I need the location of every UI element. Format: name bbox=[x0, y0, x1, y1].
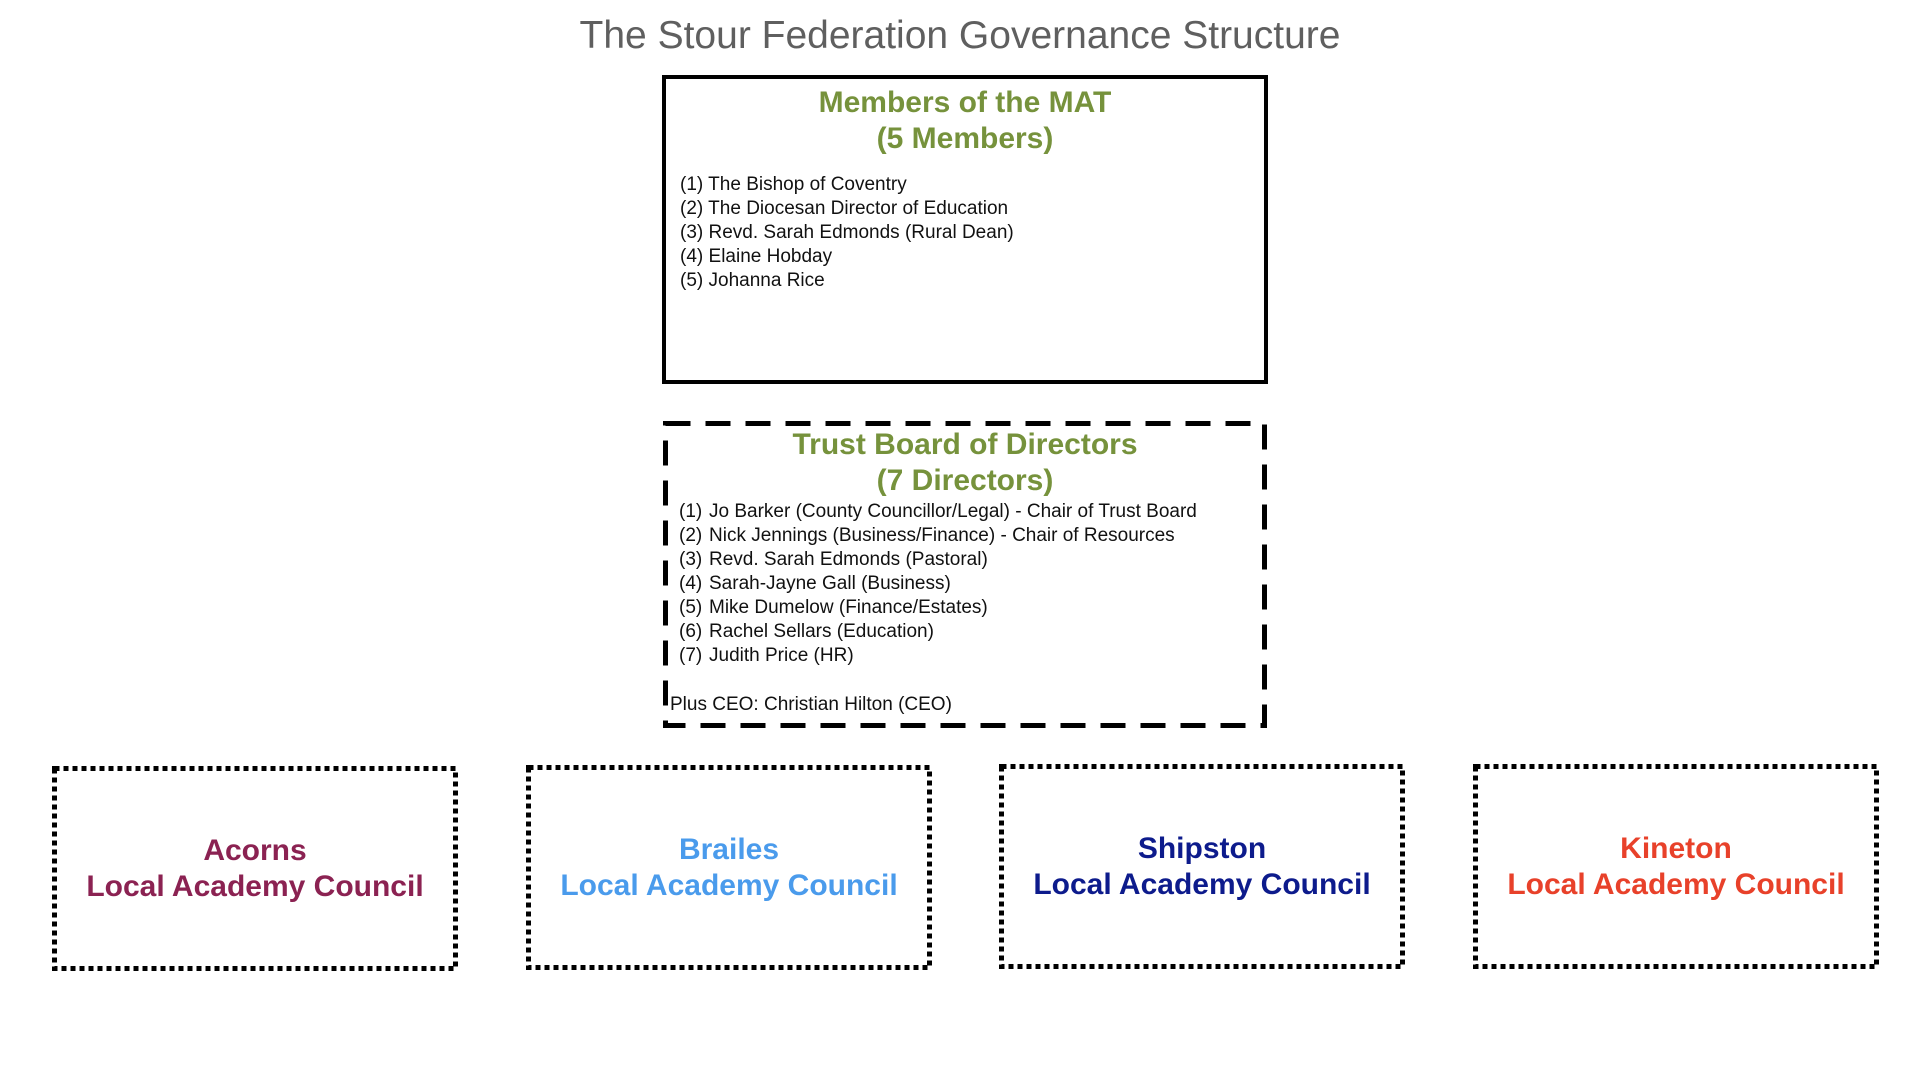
council-subtitle: Local Academy Council bbox=[1507, 867, 1845, 901]
members-list-item: (5) Johanna Rice bbox=[680, 269, 1264, 293]
members-list-item: (3) Revd. Sarah Edmonds (Rural Dean) bbox=[680, 221, 1264, 245]
members-heading: Members of the MAT (5 Members) bbox=[666, 85, 1264, 157]
directors-list: (1) Jo Barker (County Councillor/Legal) -… bbox=[679, 500, 1267, 668]
council-label: Acorns Local Academy Council bbox=[52, 766, 458, 971]
list-number: (1) bbox=[680, 174, 704, 195]
directors-list-item: (3) Revd. Sarah Edmonds (Pastoral) bbox=[679, 548, 1267, 572]
council-subtitle: Local Academy Council bbox=[1033, 867, 1371, 901]
council-label: Kineton Local Academy Council bbox=[1473, 764, 1879, 969]
member-name: Revd. Sarah Edmonds (Rural Dean) bbox=[708, 222, 1014, 243]
ceo-line: Plus CEO: Christian Hilton (CEO) bbox=[670, 694, 952, 715]
director-name: Sarah-Jayne Gall (Business) bbox=[709, 573, 951, 594]
council-name: Shipston bbox=[1137, 831, 1267, 865]
members-heading-line2: (5 Members) bbox=[876, 122, 1054, 155]
list-number: (1) bbox=[679, 501, 703, 522]
member-name: Johanna Rice bbox=[708, 270, 825, 291]
list-number: (6) bbox=[679, 621, 703, 642]
members-box: Members of the MAT (5 Members) (1) The B… bbox=[662, 75, 1268, 384]
list-number: (4) bbox=[679, 573, 703, 594]
members-list-item: (2) The Diocesan Director of Education bbox=[680, 197, 1264, 221]
list-number: (5) bbox=[680, 270, 704, 291]
director-name: Jo Barker (County Councillor/Legal) - Ch… bbox=[709, 501, 1197, 522]
dotted-border bbox=[1473, 764, 1879, 969]
directors-list-item: (5) Mike Dumelow (Finance/Estates) bbox=[679, 596, 1267, 620]
council-box-brailes: Brailes Local Academy Council bbox=[526, 765, 932, 970]
list-number: (5) bbox=[679, 597, 703, 618]
directors-heading-line2: (7 Directors) bbox=[876, 464, 1054, 497]
director-name: Judith Price (HR) bbox=[709, 645, 854, 666]
council-subtitle: Local Academy Council bbox=[560, 868, 898, 902]
council-subtitle: Local Academy Council bbox=[86, 869, 424, 903]
directors-list-item: (2) Nick Jennings (Business/Finance) - Ch… bbox=[679, 524, 1267, 548]
list-number: (7) bbox=[679, 645, 703, 666]
director-name: Rachel Sellars (Education) bbox=[709, 621, 934, 642]
list-number: (3) bbox=[679, 549, 703, 570]
dotted-border bbox=[526, 765, 932, 970]
council-name: Kineton bbox=[1620, 831, 1732, 865]
directors-box: Trust Board of Directors (7 Directors) (… bbox=[663, 421, 1267, 728]
directors-list-item: (7) Judith Price (HR) bbox=[679, 644, 1267, 668]
member-name: The Diocesan Director of Education bbox=[708, 198, 1009, 219]
list-number: (4) bbox=[680, 246, 704, 267]
dotted-border bbox=[52, 766, 458, 971]
council-label: Brailes Local Academy Council bbox=[526, 765, 932, 970]
member-name: The Bishop of Coventry bbox=[708, 174, 907, 195]
members-list-item: (4) Elaine Hobday bbox=[680, 245, 1264, 269]
council-name: Acorns bbox=[203, 833, 307, 867]
council-label: Shipston Local Academy Council bbox=[999, 764, 1405, 969]
members-heading-line1: Members of the MAT bbox=[818, 86, 1112, 119]
list-number: (2) bbox=[679, 525, 703, 546]
director-name: Mike Dumelow (Finance/Estates) bbox=[709, 597, 988, 618]
directors-list-item: (4) Sarah-Jayne Gall (Business) bbox=[679, 572, 1267, 596]
council-box-acorns: Acorns Local Academy Council bbox=[52, 766, 458, 971]
council-name: Brailes bbox=[678, 832, 780, 866]
council-box-kineton: Kineton Local Academy Council bbox=[1473, 764, 1879, 969]
list-number: (2) bbox=[680, 198, 704, 219]
dotted-border bbox=[999, 764, 1405, 969]
dashed-border bbox=[663, 421, 1267, 728]
director-name: Nick Jennings (Business/Finance) - Chair… bbox=[709, 525, 1175, 546]
council-box-shipston: Shipston Local Academy Council bbox=[999, 764, 1405, 969]
directors-heading-line1: Trust Board of Directors bbox=[792, 428, 1138, 461]
directors-heading: Trust Board of Directors (7 Directors) bbox=[663, 427, 1267, 499]
directors-list-item: (1) Jo Barker (County Councillor/Legal) -… bbox=[679, 500, 1267, 524]
directors-list-item: (6) Rachel Sellars (Education) bbox=[679, 620, 1267, 644]
member-name: Elaine Hobday bbox=[708, 246, 833, 267]
members-list: (1) The Bishop of Coventry (2) The Dioce… bbox=[680, 173, 1264, 293]
director-name: Revd. Sarah Edmonds (Pastoral) bbox=[709, 549, 988, 570]
page-title: The Stour Federation Governance Structur… bbox=[579, 14, 1341, 57]
members-list-item: (1) The Bishop of Coventry bbox=[680, 173, 1264, 197]
list-number: (3) bbox=[680, 222, 704, 243]
